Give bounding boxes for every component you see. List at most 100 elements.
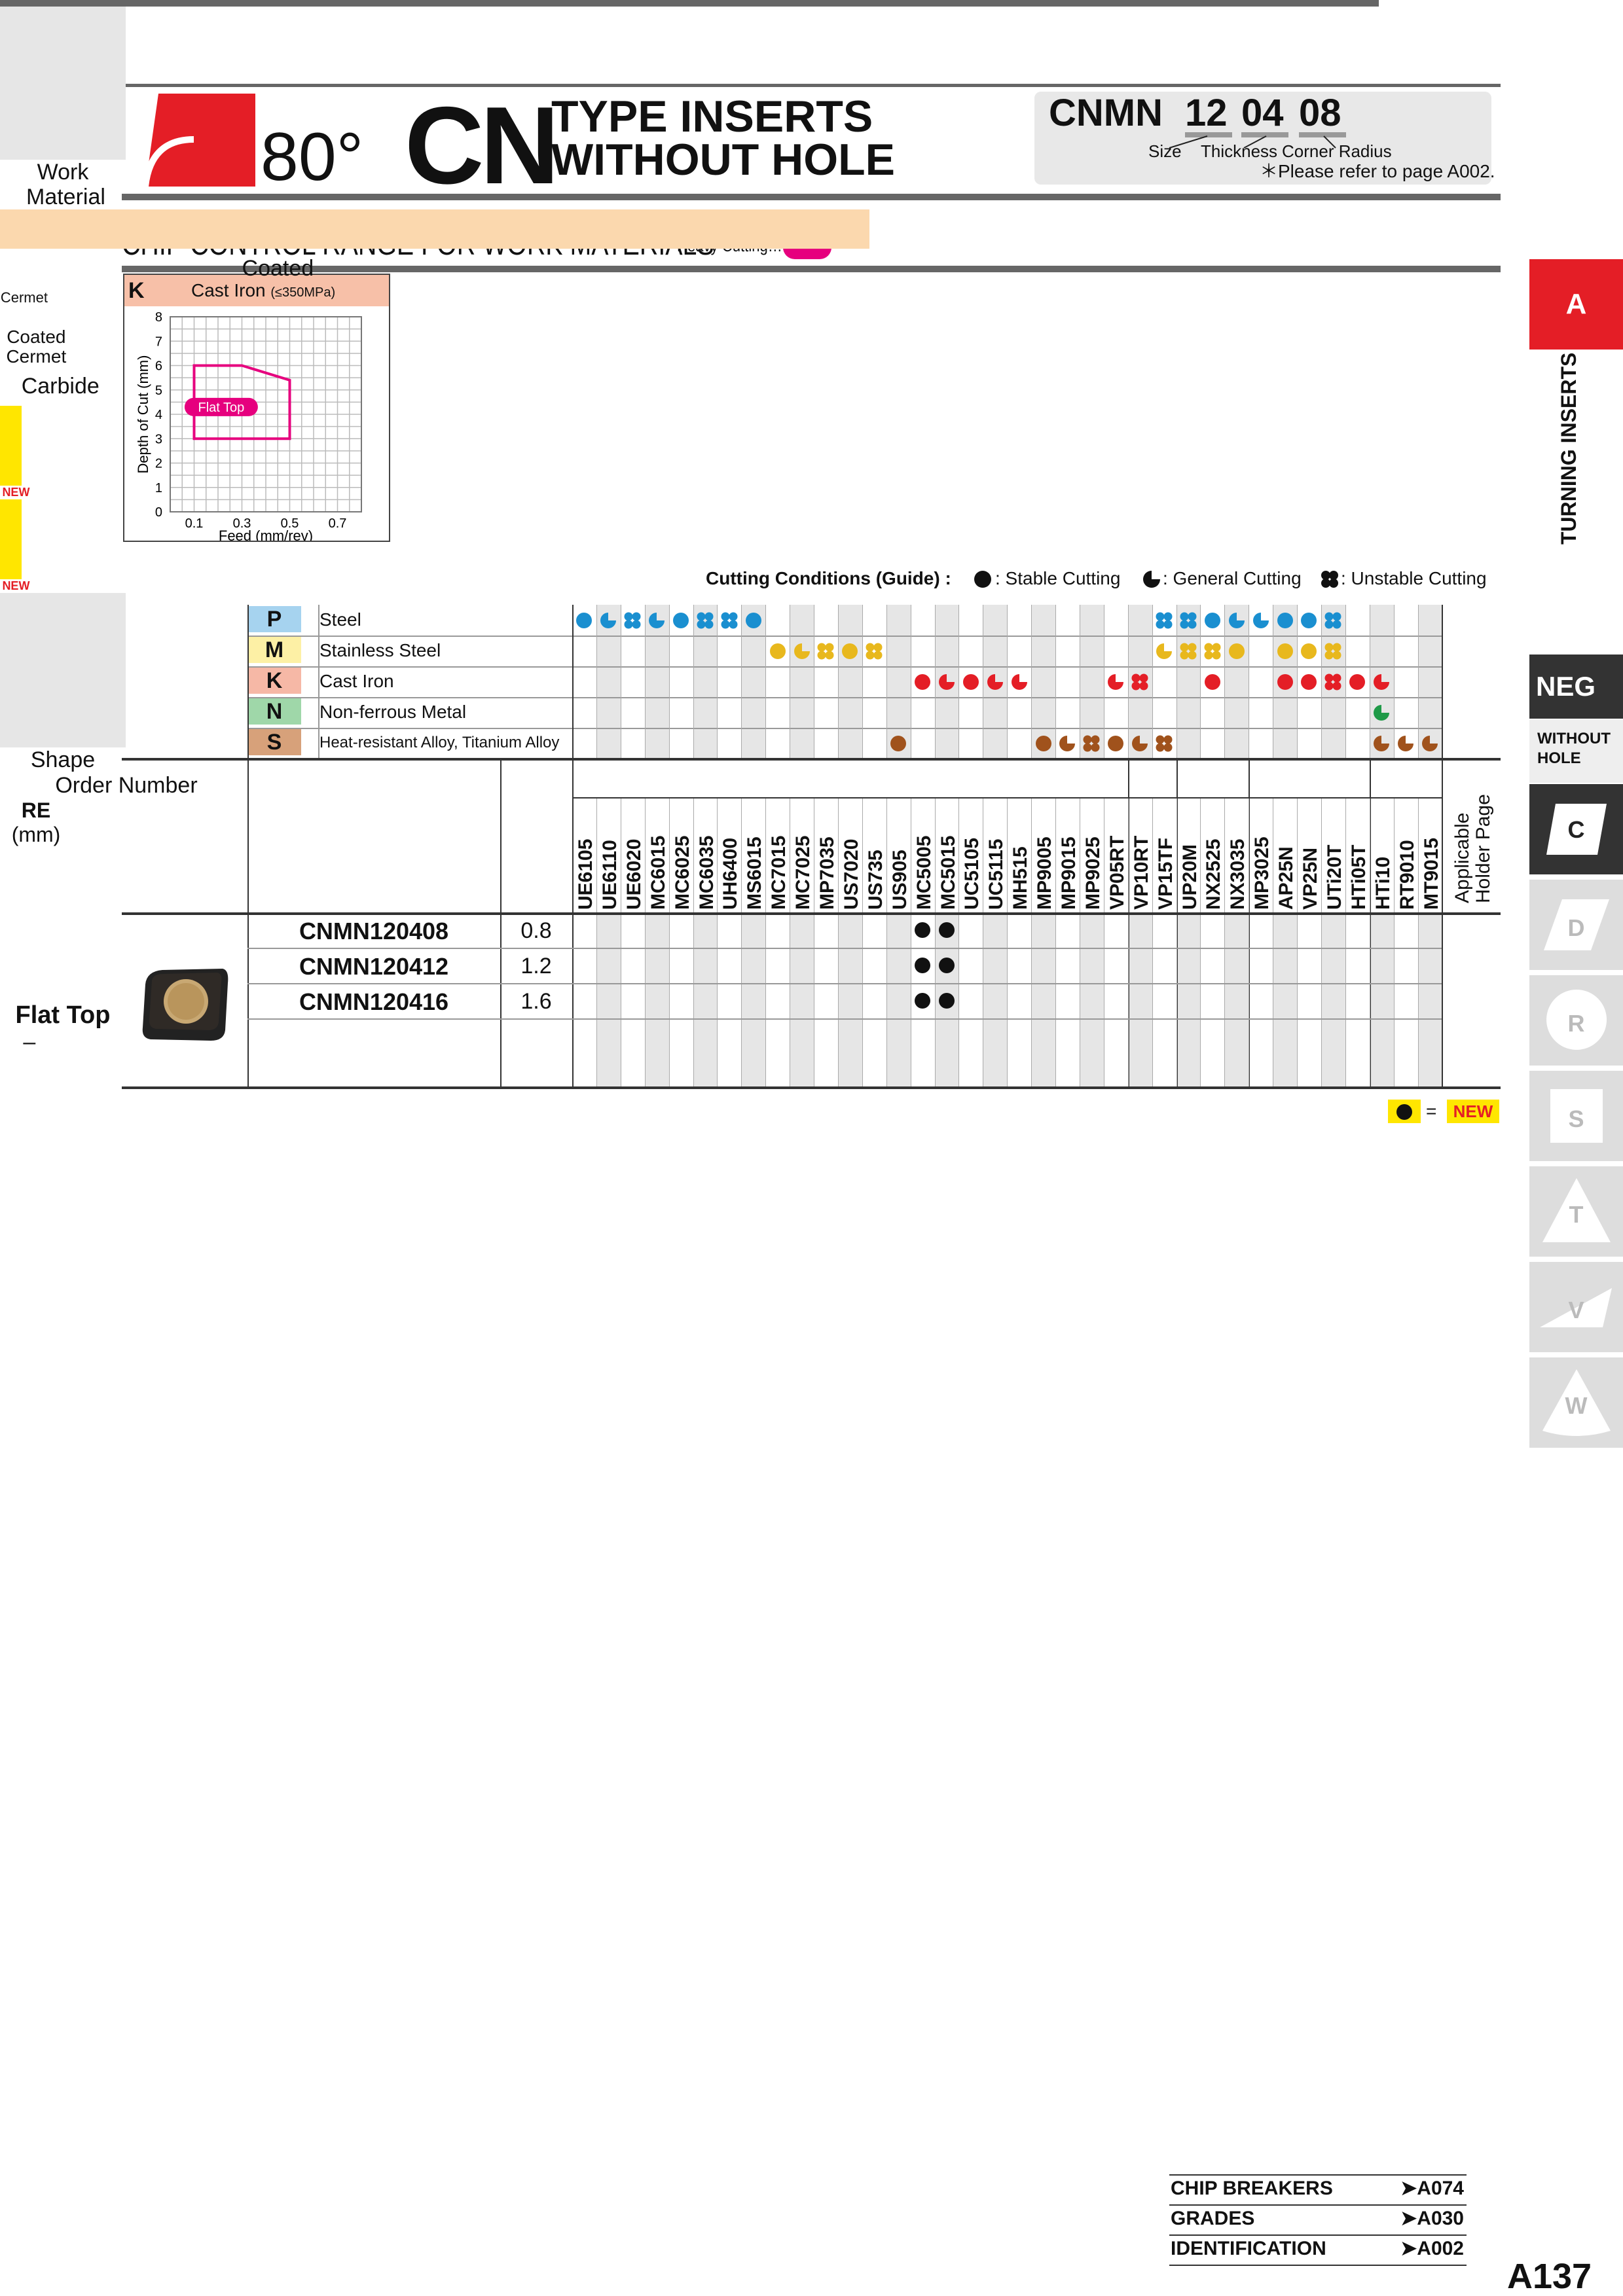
col-line — [572, 605, 574, 1086]
grade-name-ue6105: UE6105 — [575, 838, 596, 910]
footer-link-label: IDENTIFICATION — [1171, 2238, 1326, 2259]
tab-shape-w[interactable]: W — [1529, 1357, 1623, 1448]
grade-name-ap25n: AP25N — [1275, 846, 1298, 910]
grade-name-mp9005: MP9005 — [1034, 836, 1056, 910]
grade-col-line — [1127, 797, 1129, 1086]
grade-column-shade — [596, 912, 621, 1086]
condition-icon — [1108, 673, 1124, 690]
y-tick-label: 5 — [155, 384, 162, 398]
grade-col-line — [1297, 605, 1298, 758]
grade-column-shade — [1224, 605, 1249, 758]
wm-letter-m: M — [247, 637, 301, 663]
condition-icon — [987, 673, 1003, 690]
tab-without-hole[interactable]: WITHOUT HOLE — [1529, 720, 1623, 783]
grade-name-ms6015: MS6015 — [744, 836, 766, 910]
r-shape-icon — [1546, 990, 1607, 1050]
order-header: Order Number — [55, 773, 198, 798]
grade-name-uti20t: UTi20T — [1323, 844, 1345, 910]
grade-col-line — [934, 605, 936, 758]
wm-row-line — [247, 728, 1442, 729]
t-shape-icon — [1542, 1178, 1611, 1242]
grade-name-vp10rt: VP10RT — [1130, 835, 1152, 910]
order-number: CNMN120412 — [299, 953, 449, 980]
condition-icon — [1108, 735, 1124, 751]
condition-icon — [1421, 735, 1438, 751]
grade-column-shade — [644, 605, 669, 758]
condition-icon — [721, 612, 738, 628]
grade-name-mt9015: MT9015 — [1420, 837, 1442, 910]
group-divider — [1176, 758, 1178, 1086]
title-line-2: WITHOUT HOLE — [551, 135, 896, 185]
tab-neg[interactable]: NEG — [1529, 655, 1623, 719]
footer-link-chip-breakers[interactable]: CHIP BREAKERS➤A074 — [1169, 2174, 1467, 2203]
new-legend-dot-icon — [1396, 1104, 1412, 1120]
grade-column-shade — [741, 605, 766, 758]
condition-icon — [576, 612, 593, 628]
grade-col-line — [717, 797, 718, 1086]
tab-shape-c[interactable]: C — [1529, 784, 1623, 874]
wm-letter-p: P — [247, 606, 301, 632]
condition-icon — [1156, 735, 1173, 751]
footer-link-grades[interactable]: GRADES➤A030 — [1169, 2204, 1467, 2233]
grade-group-band — [0, 209, 870, 249]
re-value: 0.8 — [520, 918, 552, 943]
condition-icon — [1277, 612, 1293, 628]
tab-shape-letter: W — [1565, 1392, 1588, 1419]
grade-name-rt9010: RT9010 — [1396, 840, 1418, 910]
tab-shape-s[interactable]: S — [1529, 1071, 1623, 1161]
code-size-underline — [1185, 132, 1232, 137]
tab-shape-r[interactable]: R — [1529, 975, 1623, 1066]
grade-col-line — [693, 605, 694, 758]
y-tick-label: 4 — [155, 408, 162, 422]
grade-column-shade — [886, 912, 911, 1086]
grade-name-vp05rt: VP05RT — [1106, 835, 1128, 910]
footer-link-identification[interactable]: IDENTIFICATION ➤A002 — [1169, 2234, 1467, 2263]
grade-col-line — [765, 797, 767, 1086]
tab-shape-d[interactable]: D — [1529, 880, 1623, 970]
grade-col-line — [668, 797, 670, 1086]
stock-dot-icon — [915, 922, 931, 938]
grade-name-mc6035: MC6035 — [695, 835, 718, 910]
condition-icon — [1228, 643, 1245, 659]
w-shape-icon — [1542, 1369, 1611, 1436]
new-grade-highlight — [0, 406, 22, 486]
re-header: RE — [21, 798, 51, 822]
condition-icon — [1035, 735, 1051, 751]
grade-col-line — [958, 605, 960, 758]
footer-link-page: ➤A002 — [1400, 2238, 1464, 2259]
grade-name-mp9015: MP9015 — [1058, 836, 1080, 910]
series-label: Flat Top — [198, 401, 245, 415]
grade-col-line — [837, 605, 839, 758]
y-tick-label: 7 — [155, 334, 162, 349]
y-axis-label: Depth of Cut (mm) — [135, 355, 151, 474]
grade-name-mp3025: MP3025 — [1251, 836, 1273, 910]
tab-shape-v[interactable]: V — [1529, 1262, 1623, 1352]
holder-header: Applicable Holder Page — [1451, 794, 1495, 903]
grade-col-line — [717, 605, 718, 758]
grade-col-line — [1007, 605, 1008, 758]
condition-icon — [649, 612, 665, 628]
table-bottom-line — [122, 1086, 1501, 1089]
unstable-cutting-icon — [1321, 571, 1338, 588]
code-thickness: 04 — [1241, 92, 1284, 134]
work-material-label-cell — [0, 7, 126, 160]
tab-shape-t[interactable]: T — [1529, 1166, 1623, 1257]
x-tick-label: 0.5 — [281, 516, 299, 531]
condition-icon — [1204, 643, 1221, 659]
grade-column-shade — [983, 912, 1008, 1086]
tab-section-a[interactable]: A — [1529, 259, 1623, 350]
grade-col-line — [1224, 797, 1226, 1086]
re-unit: (mm) — [11, 823, 61, 846]
grade-col-line — [741, 605, 742, 758]
grade-col-line — [1176, 605, 1177, 758]
unstable-cutting-label: : Unstable Cutting — [1341, 568, 1487, 588]
grade-col-line — [668, 605, 670, 758]
grade-column-shade — [790, 912, 814, 1086]
grade-column-shade — [1127, 912, 1152, 1086]
tab-shape-letter: S — [1568, 1105, 1584, 1132]
wm-letter-n: N — [247, 698, 301, 725]
grade-column-shade — [1321, 605, 1345, 758]
plot-frame — [170, 316, 362, 512]
condition-icon — [1301, 673, 1317, 690]
condition-icon — [1180, 612, 1197, 628]
